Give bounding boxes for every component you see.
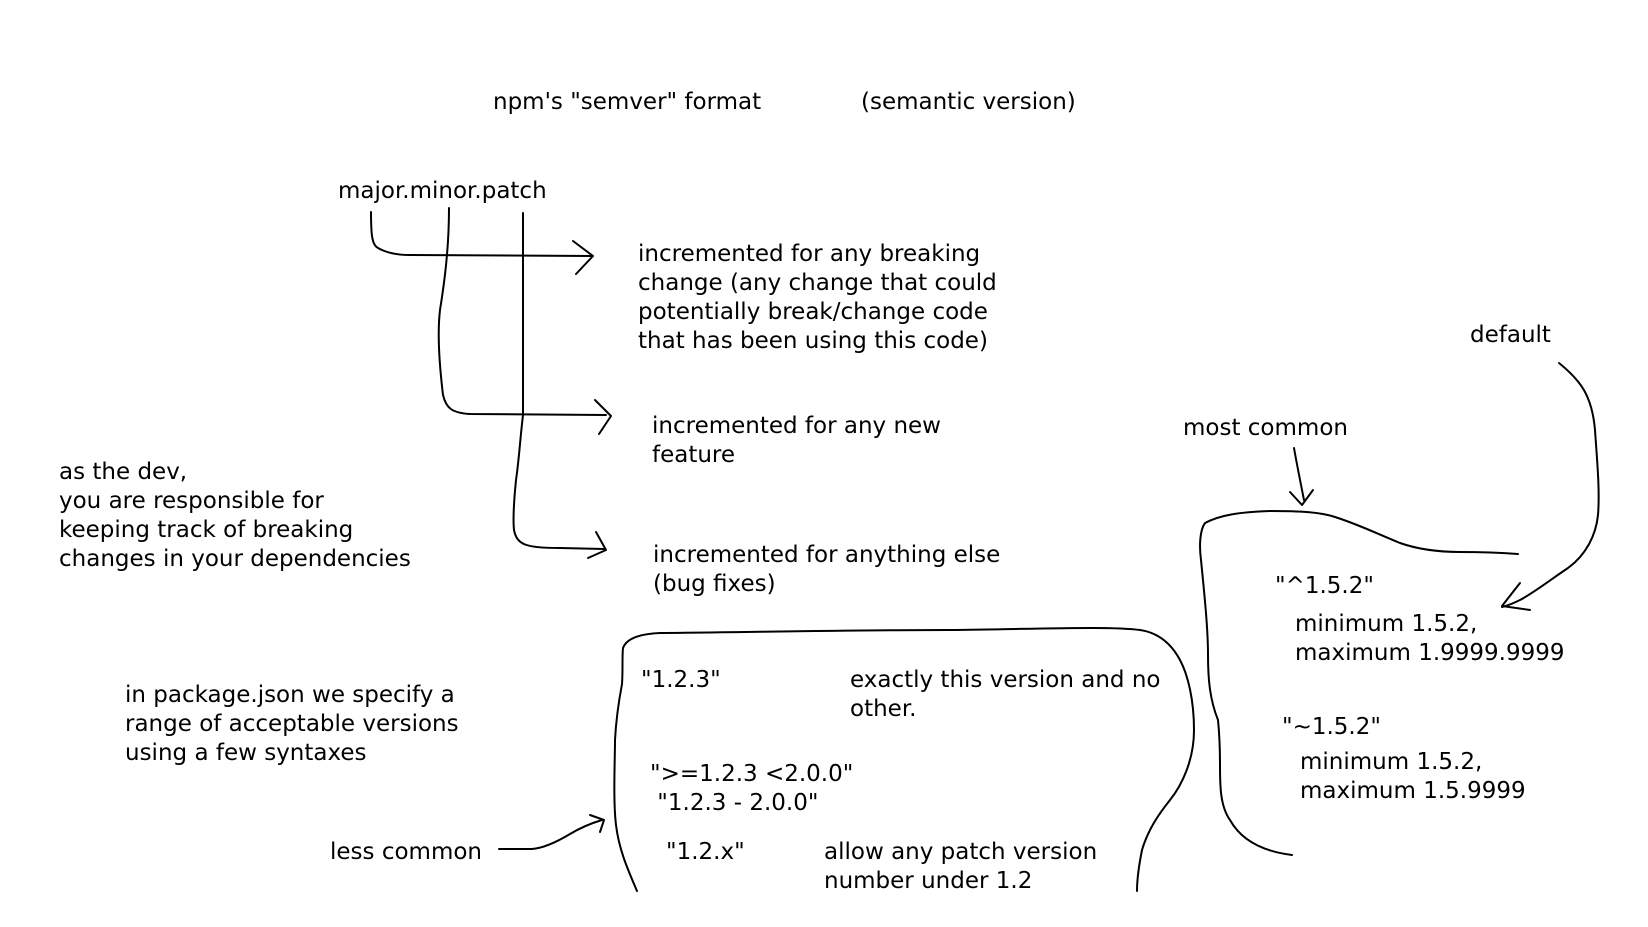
exact-version-description: exactly this version and no other. — [850, 667, 1161, 722]
less-common-label: less common — [330, 839, 482, 865]
patch-arrow — [512, 212, 605, 550]
minor-arrowhead — [594, 399, 612, 435]
patch-arrowhead — [587, 531, 607, 559]
patch-description: incremented for anything else (bug fixes… — [653, 542, 1001, 597]
version-format: major.minor.patch — [338, 178, 547, 204]
wildcard-description: allow any patch version number under 1.2 — [824, 839, 1098, 894]
tilde-description: minimum 1.5.2, maximum 1.5.9999 — [1300, 749, 1526, 804]
page-title: npm's "semver" format — [493, 89, 762, 115]
minor-arrow — [437, 207, 607, 416]
package-json-note: in package.json we specify a range of ac… — [125, 682, 459, 766]
default-arrow — [1501, 362, 1600, 608]
major-arrow — [370, 211, 593, 257]
major-description: incremented for any breaking change (any… — [638, 241, 997, 354]
most-common-arrowhead — [1289, 489, 1314, 506]
wildcard-syntax: "1.2.x" — [666, 839, 745, 865]
dev-note: as the dev, you are responsible for keep… — [59, 459, 411, 572]
most-common-label: most common — [1183, 415, 1348, 441]
less-common-arrow — [498, 819, 603, 850]
less-common-bracket — [613, 626, 1195, 892]
default-arrowhead — [1501, 582, 1531, 611]
major-arrowhead — [572, 240, 594, 275]
page-subtitle: (semantic version) — [861, 89, 1076, 115]
less-common-arrowhead — [589, 814, 605, 833]
caret-description: minimum 1.5.2, maximum 1.9999.9999 — [1295, 611, 1565, 666]
most-common-bracket — [1199, 510, 1519, 856]
exact-version-syntax: "1.2.3" — [641, 667, 721, 693]
default-label: default — [1470, 322, 1551, 348]
range-syntax: ">=1.2.3 <2.0.0" "1.2.3 - 2.0.0" — [650, 761, 854, 816]
tilde-syntax: "~1.5.2" — [1282, 714, 1381, 740]
caret-syntax: "^1.5.2" — [1275, 573, 1374, 599]
most-common-arrow — [1293, 447, 1305, 501]
minor-description: incremented for any new feature — [652, 413, 941, 468]
